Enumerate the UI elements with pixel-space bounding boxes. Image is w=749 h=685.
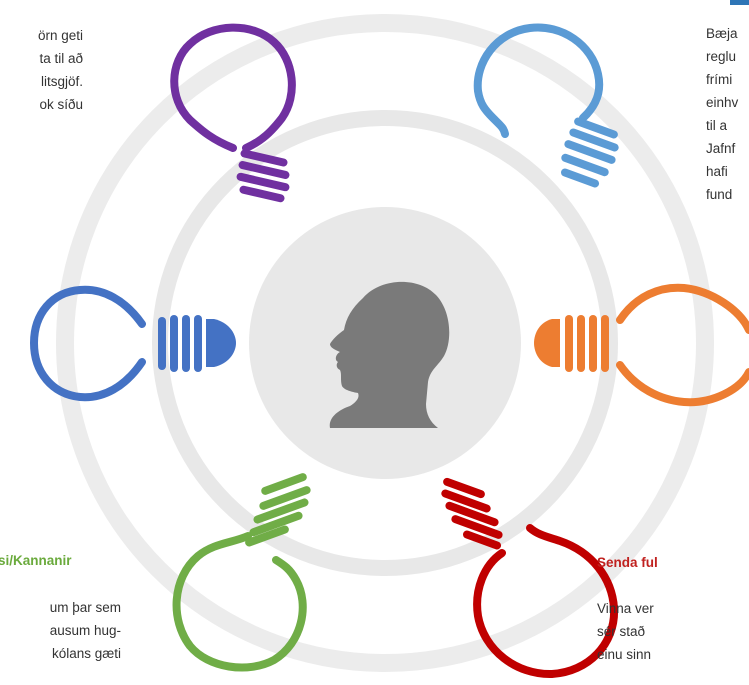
top-left-paragraph: örn geti ta til að litsgjöf. ok síðu xyxy=(0,24,83,116)
bottom-left-paragraph: um þar sem ausum hug- kólans gæti xyxy=(0,596,121,665)
head-profile-icon xyxy=(329,281,450,428)
paragraph-line: litsgjöf. xyxy=(40,74,83,89)
paragraph-line: reglu xyxy=(706,49,737,64)
paragraph-line: frími xyxy=(706,72,733,87)
lightbulb-icon-orange xyxy=(534,283,749,407)
paragraph-line: til a xyxy=(706,118,728,133)
paragraph-line: kólans gæti xyxy=(51,646,121,661)
paragraph-line: sér stað xyxy=(597,624,646,639)
paragraph-line: Vinna ver xyxy=(597,601,654,616)
top-right-heading-fragment xyxy=(730,0,749,5)
paragraph-line: ta til að xyxy=(39,51,83,66)
paragraph-line: ausum hug- xyxy=(49,623,121,638)
paragraph-line: einhv xyxy=(706,95,739,110)
paragraph-line: Jafnf xyxy=(706,141,736,156)
bottom-right-heading: Senda ful xyxy=(597,555,658,570)
outer-ring xyxy=(56,14,714,672)
bottom-right-paragraph: Vinna ver sér stað einu sinn xyxy=(597,597,654,666)
paragraph-line: fund xyxy=(706,187,733,202)
paragraph-line: hafi xyxy=(706,164,728,179)
lightbulb-icon-light-blue xyxy=(473,23,619,188)
lightbulb-icon-blue xyxy=(29,285,236,402)
paragraph-line: örn geti xyxy=(37,28,83,43)
top-right-paragraph: Bæja reglu frími einhv til a Jafnf hafi … xyxy=(706,22,738,206)
bottom-left-heading: si/Kannanir xyxy=(0,553,72,568)
paragraph-line: einu sinn xyxy=(597,647,652,662)
lightbulb-icon-purple xyxy=(170,23,296,203)
lightbulb-icon-green xyxy=(172,473,311,672)
paragraph-line: ok síðu xyxy=(39,97,83,112)
paragraph-line: um þar sem xyxy=(49,600,121,615)
paragraph-line: Bæja xyxy=(706,26,738,41)
lightbulb-icon-red xyxy=(441,477,619,679)
